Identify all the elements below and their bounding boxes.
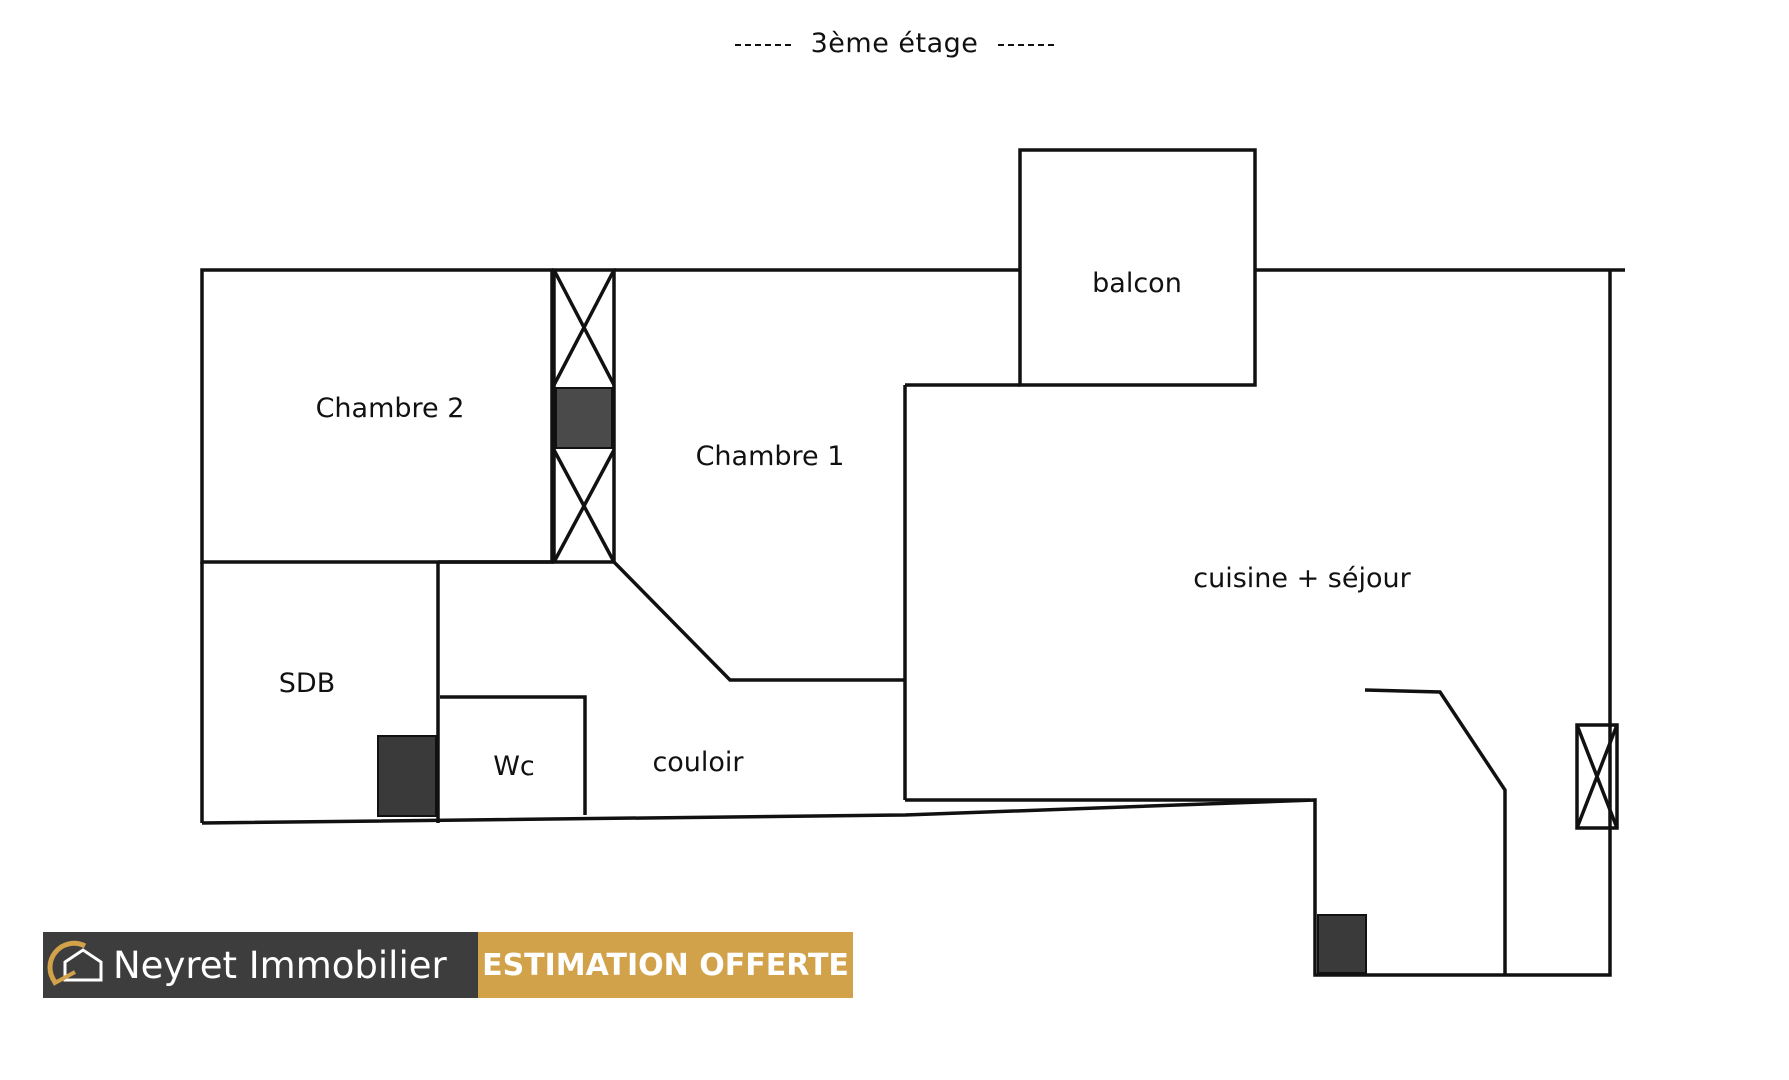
- kitchen-duct-block: [1317, 914, 1367, 974]
- sdb-duct-block: [377, 735, 437, 817]
- brand-name: Neyret Immobilier: [113, 943, 447, 987]
- floor-title: 3ème étage: [0, 28, 1789, 59]
- balcon-label: balcon: [1092, 268, 1182, 299]
- estimation-button[interactable]: ESTIMATION OFFERTE: [478, 932, 853, 998]
- wc-walls: [440, 695, 587, 815]
- chambre-1-label: Chambre 1: [696, 441, 845, 472]
- house-arc-logo-icon: [47, 940, 103, 986]
- balcon-room: [1018, 148, 1257, 387]
- outer-bottom-wall: [201, 270, 1612, 977]
- wc-label: Wc: [493, 751, 535, 782]
- agency-banner[interactable]: Neyret Immobilier ESTIMATION OFFERTE: [43, 932, 853, 998]
- duct-block: [555, 387, 613, 449]
- couloir-label: couloir: [652, 747, 744, 778]
- closet-cross-line: [552, 449, 616, 563]
- sejour-label: cuisine + séjour: [1193, 563, 1411, 594]
- closet-cross-line: [552, 269, 616, 386]
- title-dash-left: [734, 43, 791, 46]
- closet-column: [552, 268, 616, 564]
- floor-title-text: 3ème étage: [810, 28, 979, 59]
- sdb-label: SDB: [279, 668, 335, 699]
- title-dash-right: [998, 43, 1055, 46]
- chambre-1-bottom-wall: [612, 560, 905, 682]
- vent-cross-line: [1575, 724, 1619, 829]
- brand-block: Neyret Immobilier: [43, 932, 478, 998]
- chambre-2-label: Chambre 2: [316, 393, 465, 424]
- kitchen-partition: [1364, 688, 1507, 975]
- vent-shaft: [1575, 723, 1619, 830]
- chambre-2-room: [200, 268, 554, 564]
